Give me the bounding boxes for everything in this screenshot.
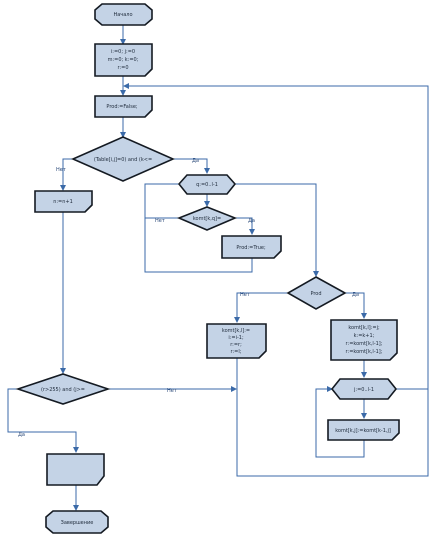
edge-cond-yes [173,158,210,174]
prod-true-node[interactable]: Prod:=True; [221,235,282,259]
init-line-3: r:=0 [117,65,128,71]
cond-table-label: (Table[i,j]=0) and (k<= [94,157,152,163]
label-cond-no: Нет [56,167,66,173]
loop-l-label: j:=0..l-1 [353,387,374,393]
cond-table-node[interactable]: (Table[i,j]=0) and (k<= [71,136,175,182]
label-cond-yes: Да [192,158,199,164]
loop-k-label: q:=0..l-1 [196,182,218,188]
label-condprod-no: Нет [240,292,250,298]
init-vars-node[interactable]: i:=0; j:=0 m:=0; k:=0; r:=0 [94,43,153,77]
komt-right-line-4: r:=komt[k,l-1]; [346,349,383,355]
label-condend-yes: Да [18,432,25,438]
prod-true-label: Prod:=True; [236,245,266,251]
edge-loopk-exit [235,183,319,277]
cond-end-label: (r>255) and (j>= [41,387,85,393]
cond-komt-label: komt[k,q]= [193,216,221,222]
edge-komtleft-bottom [236,358,429,477]
edge-labels: Нет Да Нет Да Нет Да Нет Да [18,158,359,438]
n-inc-node[interactable]: n:=n+1 [34,190,93,213]
output-node[interactable] [46,453,105,486]
start-label: Начало [113,12,132,18]
label-condprod-yes: Да [352,292,359,298]
edge-condend-yes [7,388,79,453]
cond-end-node[interactable]: (r>255) and (j>= [15,373,111,405]
komt-left-line-1: komt[k,l]:= [222,328,250,334]
init-line-1: i:=0; j:=0 [111,49,135,55]
komt-assign-node[interactable]: komt[k,j]:=komt[k-1,j] [327,419,400,441]
edge-loopk-frame [144,183,253,273]
komt-right-line-2: k:=k+1; [354,333,375,339]
nodes: Начало i:=0; j:=0 m:=0; k:=0; r:=0 Prod:… [15,3,400,534]
label-condend-no: Нет [167,388,177,394]
edge-condprod-yes [345,292,367,319]
edge-condkomt-yes [235,217,255,235]
loop-k-node[interactable]: q:=0..l-1 [177,174,237,195]
edge-loop-back [123,83,429,392]
edge-cond-no [60,158,73,191]
komt-left-line-2: i:=i-1; [228,335,244,341]
label-condkomt-no: Нет [155,218,165,224]
komt-left-node[interactable]: komt[k,l]:= i:=i-1; r:=r; r:=l; [206,323,267,359]
connectors [7,25,429,511]
label-condkomt-yes: Да [248,218,255,224]
komt-right-node[interactable]: komt[k,l]:=j; k:=k+1; r:=komt[k,l-1]; r:… [330,319,398,361]
komt-left-line-4: r:=l; [231,349,242,355]
n-inc-label: n:=n+1 [53,199,73,205]
loop-l-node[interactable]: j:=0..l-1 [330,378,398,400]
init-line-2: m:=0; k:=0; [108,57,139,63]
end-label: Завершение [61,520,94,526]
komt-right-line-3: r:=komt[k,l-1]; [346,341,383,347]
start-node[interactable]: Начало [94,3,153,26]
komt-assign-label: komt[k,j]:=komt[k-1,j] [335,428,391,434]
edge-condprod-no [234,292,288,323]
prod-false-node[interactable]: Prod:=False; [94,95,153,118]
prod-false-label: Prod:=False; [106,104,138,110]
edge-loopl-frame [315,386,365,458]
cond-prod-node[interactable]: Prod [286,276,347,310]
cond-komt-node[interactable]: komt[k,q]= [176,206,238,231]
komt-left-line-3: r:=r; [230,342,242,348]
komt-right-line-1: komt[k,l]:=j; [348,325,380,331]
end-node[interactable]: Завершение [45,510,109,534]
cond-prod-label: Prod [310,291,321,297]
